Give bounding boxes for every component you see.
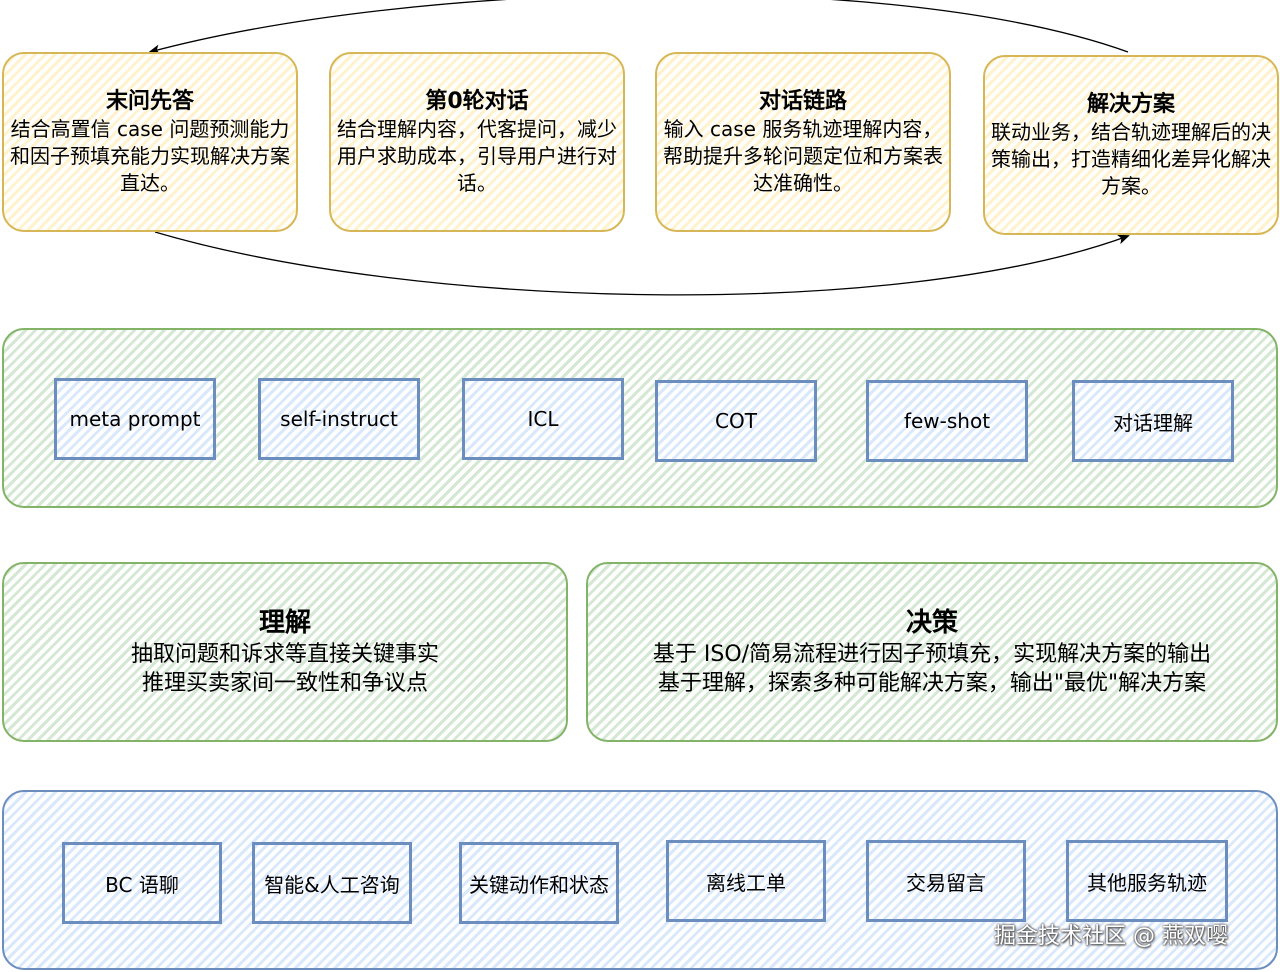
card-solution: 解决方案 联动业务，结合轨迹理解后的决策输出，打造精细化差异化解决方案。 [983, 55, 1279, 235]
understanding-title: 理解 [258, 608, 311, 638]
source-offline-ticket: 离线工单 [666, 840, 826, 922]
decision-panel: 决策 基于 ISO/简易流程进行因子预填充，实现解决方案的输出 基于理解，探索多… [586, 562, 1278, 742]
card-title: 对话链路 [758, 88, 847, 114]
card-round-zero-dialog: 第0轮对话 结合理解内容，代客提问，减少用户求助成本，引导用户进行对话。 [329, 52, 625, 232]
decision-line: 基于理解，探索多种可能解决方案，输出"最优"解决方案 [657, 671, 1207, 696]
source-trade-message: 交易留言 [866, 840, 1026, 922]
source-bc-chat: BC 语聊 [62, 842, 222, 924]
technique-self-instruct: self-instruct [258, 378, 420, 460]
source-other-service-trace: 其他服务轨迹 [1066, 840, 1228, 922]
technique-icl: ICL [462, 378, 624, 460]
cycle-arrows [148, 0, 1130, 296]
technique-cot: COT [655, 380, 817, 462]
card-body: 输入 case 服务轨迹理解内容，帮助提升多轮问题定位和方案表达准确性。 [663, 116, 943, 195]
decision-title: 决策 [905, 608, 958, 638]
understanding-line: 抽取问题和诉求等直接关键事实 [130, 642, 439, 667]
card-body: 结合理解内容，代客提问，减少用户求助成本，引导用户进行对话。 [337, 116, 617, 195]
understanding-panel: 理解 抽取问题和诉求等直接关键事实 推理买卖家间一致性和争议点 [2, 562, 568, 742]
card-title: 第0轮对话 [425, 88, 529, 114]
arrow-back-to-first [148, 0, 1129, 55]
watermark: 掘金技术社区 @ 燕双嘤 [994, 924, 1228, 949]
arrow-forward-to-last [154, 231, 1130, 296]
card-title: 末问先答 [105, 88, 194, 114]
technique-dialog-understanding: 对话理解 [1072, 380, 1234, 462]
card-mowen-xianda: 末问先答 结合高置信 case 问题预测能力和因子预填充能力实现解决方案直达。 [2, 52, 298, 232]
source-smart-human-consult: 智能&人工咨询 [252, 842, 412, 924]
card-body: 联动业务，结合轨迹理解后的决策输出，打造精细化差异化解决方案。 [991, 119, 1271, 198]
technique-meta-prompt: meta prompt [54, 378, 216, 460]
decision-line: 基于 ISO/简易流程进行因子预填充，实现解决方案的输出 [652, 642, 1212, 667]
source-key-actions-status: 关键动作和状态 [459, 842, 619, 924]
understanding-line: 推理买卖家间一致性和争议点 [141, 671, 428, 696]
technique-few-shot: few-shot [866, 380, 1028, 462]
card-dialog-chain: 对话链路 输入 case 服务轨迹理解内容，帮助提升多轮问题定位和方案表达准确性… [655, 52, 951, 232]
card-title: 解决方案 [1086, 91, 1175, 117]
card-body: 结合高置信 case 问题预测能力和因子预填充能力实现解决方案直达。 [10, 116, 290, 195]
